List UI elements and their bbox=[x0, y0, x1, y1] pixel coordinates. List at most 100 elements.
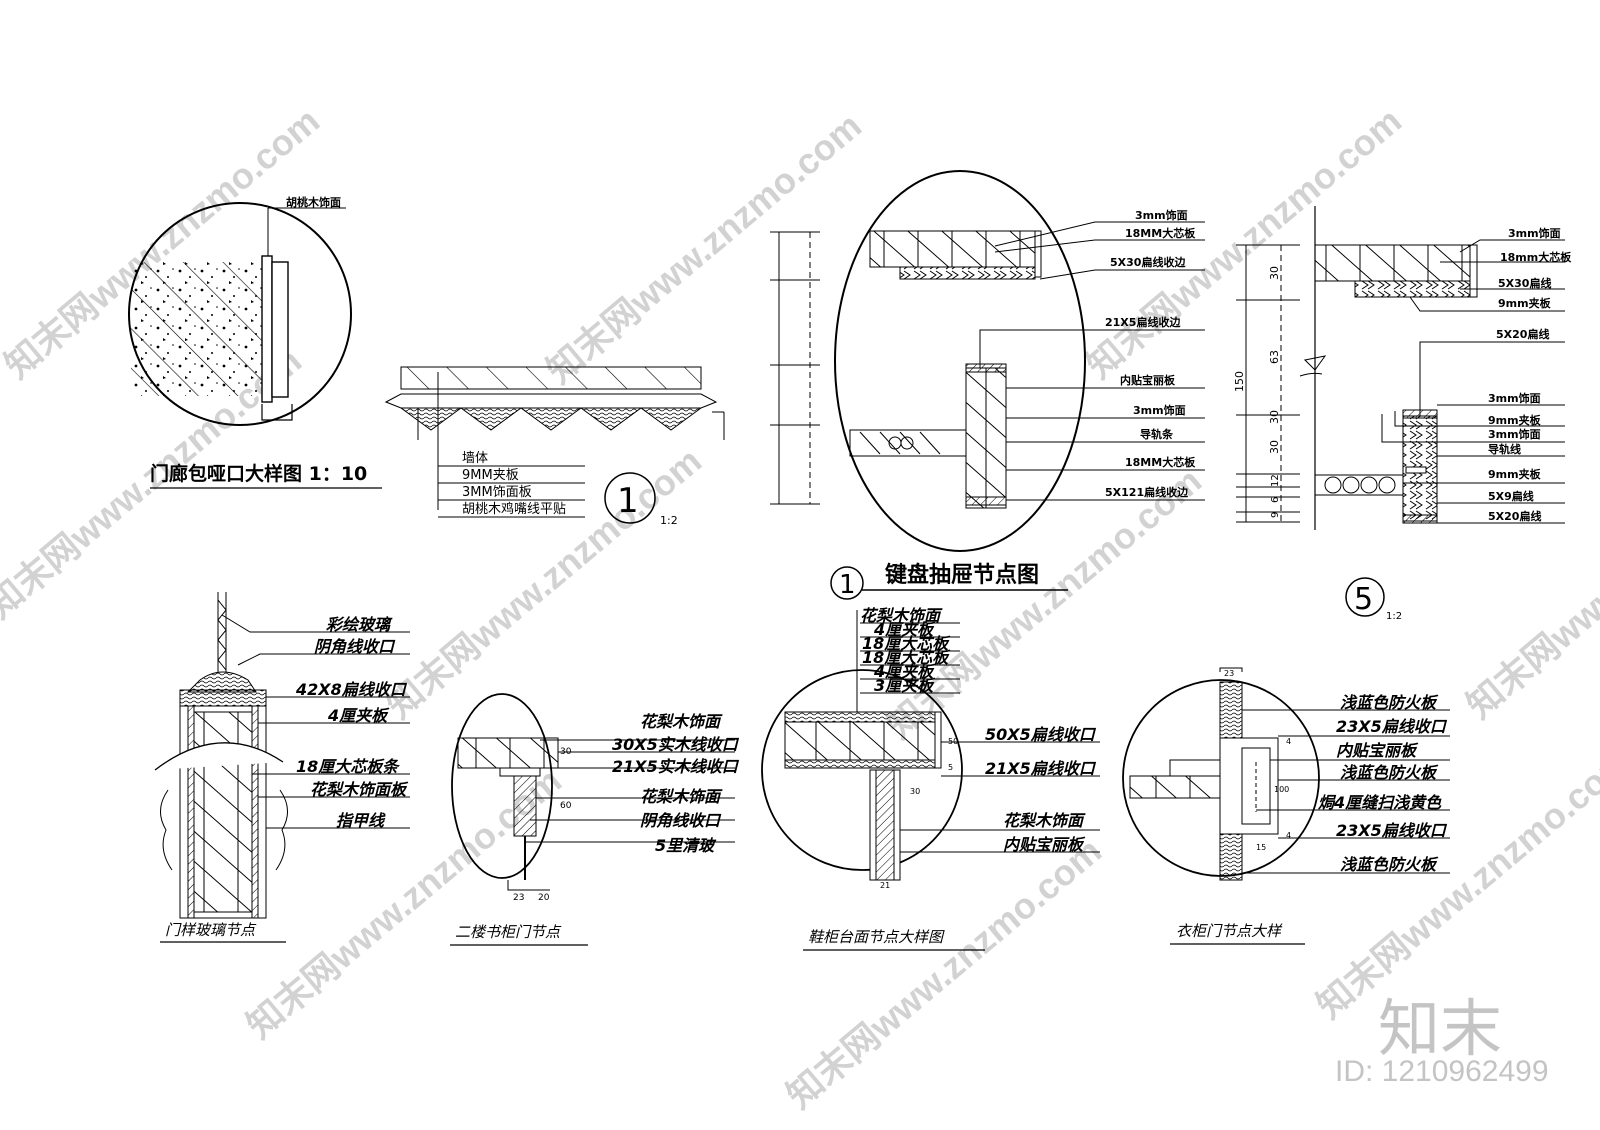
label: 5X121扁线收边 bbox=[1105, 485, 1189, 499]
detail-5-bookcase-door: 23 20 30 60 花梨木饰面 30X5实木线收口 21X5实木线收口 花梨… bbox=[450, 693, 740, 946]
dim: 23 bbox=[513, 893, 524, 903]
label: 浅蓝色防火板 bbox=[1340, 763, 1439, 782]
label: 彩绘玻璃 bbox=[326, 615, 393, 634]
label: 5X20扁线 bbox=[1488, 509, 1541, 523]
detail-4-door-glass: 彩绘玻璃 阴角线收口 42X8扁线收口 4厘夹板 18厘大芯板条 花梨木饰面板 … bbox=[154, 592, 410, 943]
label: 阴角线收口 bbox=[314, 637, 396, 656]
detail-3-section: 30 63 30 30 12 6 9 150 3mm饰面 18mm大芯板 5X3… bbox=[1233, 206, 1572, 622]
dim: 30 bbox=[1268, 266, 1281, 280]
label: 5里清玻 bbox=[655, 836, 717, 855]
dim: 12 bbox=[1270, 474, 1281, 487]
label: 50X5扁线收口 bbox=[985, 725, 1097, 744]
detail-1-door-opening: 胡桃木饰面 门廊包哑口大样图 1：10 墙体 9MM夹板 3MM饰面板 胡桃木鸡… bbox=[128, 195, 725, 527]
label: 指甲线 bbox=[336, 811, 386, 830]
layer: 胡桃木鸡嘴线平贴 bbox=[462, 501, 566, 517]
detail-7-title: 衣柜门节点大样 bbox=[1176, 922, 1283, 940]
label: 3厘夹板 bbox=[874, 676, 936, 695]
label: 花梨木饰面 bbox=[640, 712, 723, 731]
detail-1-layer-list: 墙体 9MM夹板 3MM饰面板 胡桃木鸡嘴线平贴 bbox=[438, 451, 585, 518]
detail-6-shoe-cabinet: 花梨木饰面 4厘夹板 18厘大芯板 18厘大芯板 4厘夹板 3厘夹板 50X5扁… bbox=[761, 606, 1100, 951]
detail-6-title: 鞋柜台面节点大样图 bbox=[808, 928, 945, 946]
label: 花梨木饰面 bbox=[640, 787, 723, 806]
label: 浅蓝色防火板 bbox=[1340, 693, 1439, 712]
label: 18MM大芯板 bbox=[1125, 455, 1196, 469]
label: 花梨木饰面 bbox=[860, 606, 943, 625]
label: 9mm夹板 bbox=[1488, 413, 1542, 427]
detail-scale: 1:2 bbox=[1386, 611, 1402, 622]
label: 18厘大芯板 bbox=[862, 648, 951, 667]
label: 花梨木饰面 bbox=[1003, 811, 1086, 830]
dim: 60 bbox=[560, 801, 572, 811]
label: 导轨条 bbox=[1140, 427, 1174, 441]
label: 3mm饰面 bbox=[1135, 208, 1188, 222]
dim: 9 bbox=[1270, 512, 1281, 518]
label: 内贴宝丽板 bbox=[1120, 373, 1176, 387]
label: 5X20扁线 bbox=[1496, 327, 1549, 341]
label: 焗4厘缝扫浅黄色 bbox=[1318, 793, 1442, 812]
label: 18厘大芯板 bbox=[862, 634, 951, 653]
label: 3mm饰面 bbox=[1133, 403, 1186, 417]
label: 导轨线 bbox=[1488, 442, 1521, 456]
watermark-text: 知末网www.znzmo.com bbox=[1079, 100, 1409, 386]
detail-4-title: 门样玻璃节点 bbox=[165, 921, 257, 939]
detail-1-title: 门廊包哑口大样图 1：10 bbox=[150, 462, 367, 485]
dim: 15 bbox=[1256, 843, 1266, 852]
label: 浅蓝色防火板 bbox=[1340, 855, 1439, 874]
label: 3mm饰面 bbox=[1508, 226, 1561, 240]
dim: 30 bbox=[1268, 410, 1281, 424]
layer: 9MM夹板 bbox=[462, 468, 519, 483]
watermark-text: 知末网www.znzmo.com bbox=[779, 830, 1109, 1116]
label: 花梨木饰面板 bbox=[310, 780, 409, 799]
label: 18厘大芯板条 bbox=[296, 757, 400, 776]
watermark-id: ID: 1210962499 bbox=[1335, 1055, 1549, 1088]
dim: 150 bbox=[1233, 371, 1246, 392]
label: 5X30扁线收边 bbox=[1110, 255, 1186, 269]
label: 30X5实木线收口 bbox=[612, 735, 740, 754]
dim: 100 bbox=[1274, 785, 1289, 794]
detail-7-wardrobe-door: 23 100 15 4 4 浅蓝色防火板 23X5扁线收口 内贴宝丽板 浅蓝色防… bbox=[1122, 667, 1450, 945]
layer: 墙体 bbox=[462, 451, 488, 466]
layer: 3MM饰面板 bbox=[462, 485, 532, 500]
label: 5X30扁线 bbox=[1498, 276, 1551, 290]
label: 21X5扁线收口 bbox=[985, 759, 1097, 778]
detail-number: 1 bbox=[617, 481, 639, 521]
label: 4厘夹板 bbox=[873, 662, 936, 681]
detail-5-title: 二楼书柜门节点 bbox=[455, 923, 562, 941]
dim: 63 bbox=[1268, 350, 1281, 364]
dim: 6 bbox=[1270, 497, 1281, 503]
label: 23X5扁线收口 bbox=[1336, 821, 1448, 840]
label: 阴角线收口 bbox=[640, 811, 722, 830]
label: 23X5扁线收口 bbox=[1336, 717, 1448, 736]
label: 胡桃木饰面 bbox=[286, 195, 341, 209]
label: 21X5实木线收口 bbox=[612, 757, 740, 776]
dim: 30 bbox=[1268, 440, 1281, 454]
label: 内贴宝丽板 bbox=[1003, 835, 1086, 854]
label: 3mm饰面 bbox=[1488, 391, 1541, 405]
dim: 20 bbox=[538, 893, 550, 903]
dim: 30 bbox=[910, 787, 920, 796]
detail-number: 5 bbox=[1354, 582, 1373, 617]
dim: 21 bbox=[880, 881, 890, 890]
label: 21X5扁线收边 bbox=[1105, 315, 1181, 329]
label: 4厘夹板 bbox=[873, 620, 936, 639]
dim: 50 bbox=[948, 737, 958, 746]
label: 18mm大芯板 bbox=[1500, 250, 1572, 264]
label: 4厘夹板 bbox=[327, 706, 390, 725]
dim: 23 bbox=[1224, 669, 1234, 678]
detail-number: 1 bbox=[839, 570, 856, 600]
watermark-text: 知末网www.znzmo.com bbox=[539, 105, 869, 391]
label: 42X8扁线收口 bbox=[295, 680, 408, 699]
watermark-text: 知末网www.znzmo.com bbox=[1309, 740, 1600, 1026]
dim: 4 bbox=[1286, 737, 1291, 746]
label: 9mm夹板 bbox=[1498, 296, 1552, 310]
detail-2-keyboard-drawer: 3mm饰面 18MM大芯板 5X30扁线收边 21X5扁线收边 内贴宝丽板 3m… bbox=[770, 170, 1205, 600]
detail-2-title: 键盘抽屉节点图 bbox=[885, 562, 1039, 588]
label: 5X9扁线 bbox=[1488, 489, 1534, 503]
watermark-logo: 知末 bbox=[1378, 995, 1503, 1064]
dim: 5 bbox=[948, 763, 953, 772]
label: 18MM大芯板 bbox=[1125, 226, 1196, 240]
label: 3mm饰面 bbox=[1488, 427, 1541, 441]
label: 内贴宝丽板 bbox=[1336, 741, 1419, 760]
label: 9mm夹板 bbox=[1488, 467, 1542, 481]
